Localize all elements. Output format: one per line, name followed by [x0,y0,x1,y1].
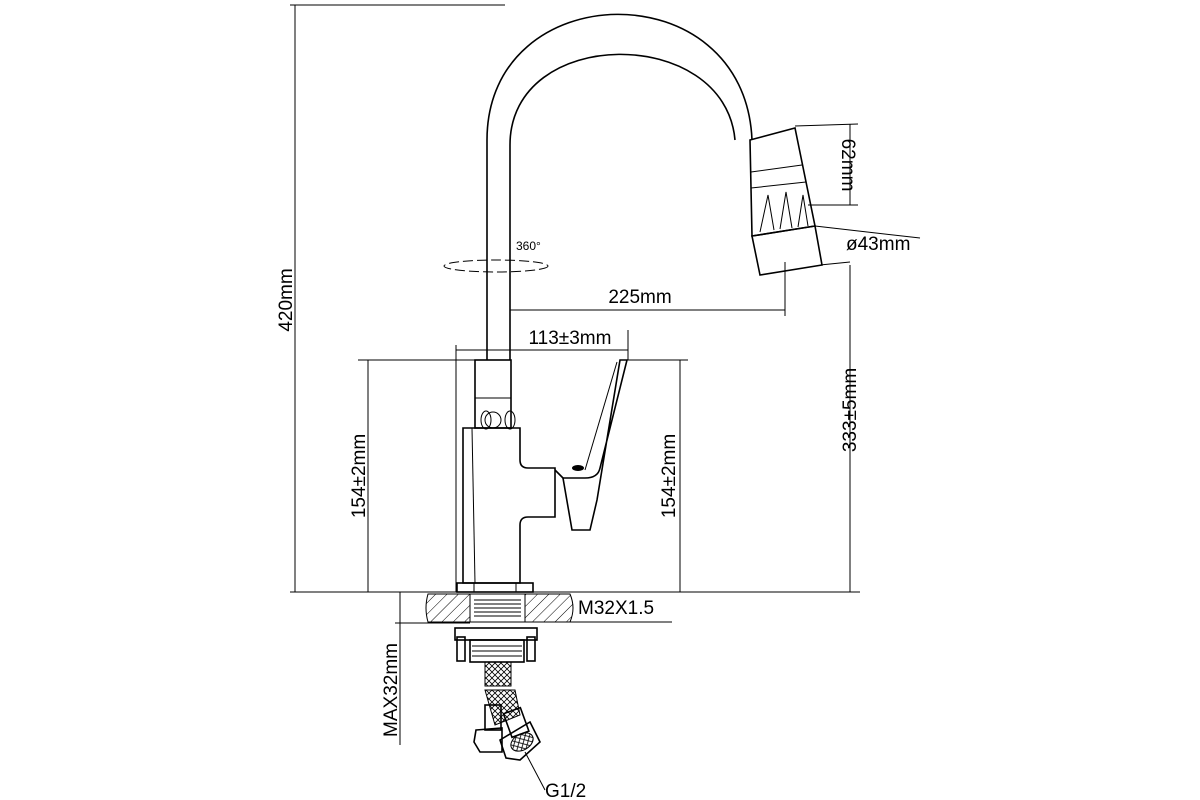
max-countertop-dimension: MAX32mm [381,592,470,745]
hose-connection-label: G1/2 [545,781,586,800]
rotation-label: 360° [516,239,541,253]
body-width-label: 113±3mm [529,328,612,349]
spout-reach-dimension: 225mm [510,262,786,316]
spout-reach-label: 225mm [608,287,671,308]
nozzle-diameter-dimension: ø43mm [814,225,921,266]
nozzle [749,127,823,276]
thread-dimension: M32X1.5 [570,598,672,623]
faucet-body [456,359,556,593]
hose-connection-callout: G1/2 [524,751,586,800]
body-height-right-label: 154±2mm [659,434,680,518]
spout [486,13,753,360]
supply-hoses [473,661,541,761]
body-height-left-dimension: 154±2mm [349,359,475,592]
body-height-right-dimension: 154±2mm [620,359,688,592]
total-height-dimension: 420mm [276,4,505,592]
lever-handle[interactable] [554,359,629,531]
thread-label: M32X1.5 [578,598,654,619]
spout-clearance-dimension: 333±5mm [840,265,861,592]
countertop-section [425,593,574,623]
spout-clearance-label: 333±5mm [840,368,861,452]
mounting-nut [454,627,538,663]
nozzle-height-label: 62mm [837,139,858,192]
nozzle-diameter-label: ø43mm [846,234,910,255]
body-height-left-label: 154±2mm [349,434,370,518]
max-countertop-label: MAX32mm [381,643,402,737]
nozzle-height-dimension: 62mm [794,123,859,206]
rotation-indicator: 360° [443,239,549,273]
body-width-dimension: 113±3mm [455,328,629,592]
total-height-label: 420mm [276,268,297,331]
